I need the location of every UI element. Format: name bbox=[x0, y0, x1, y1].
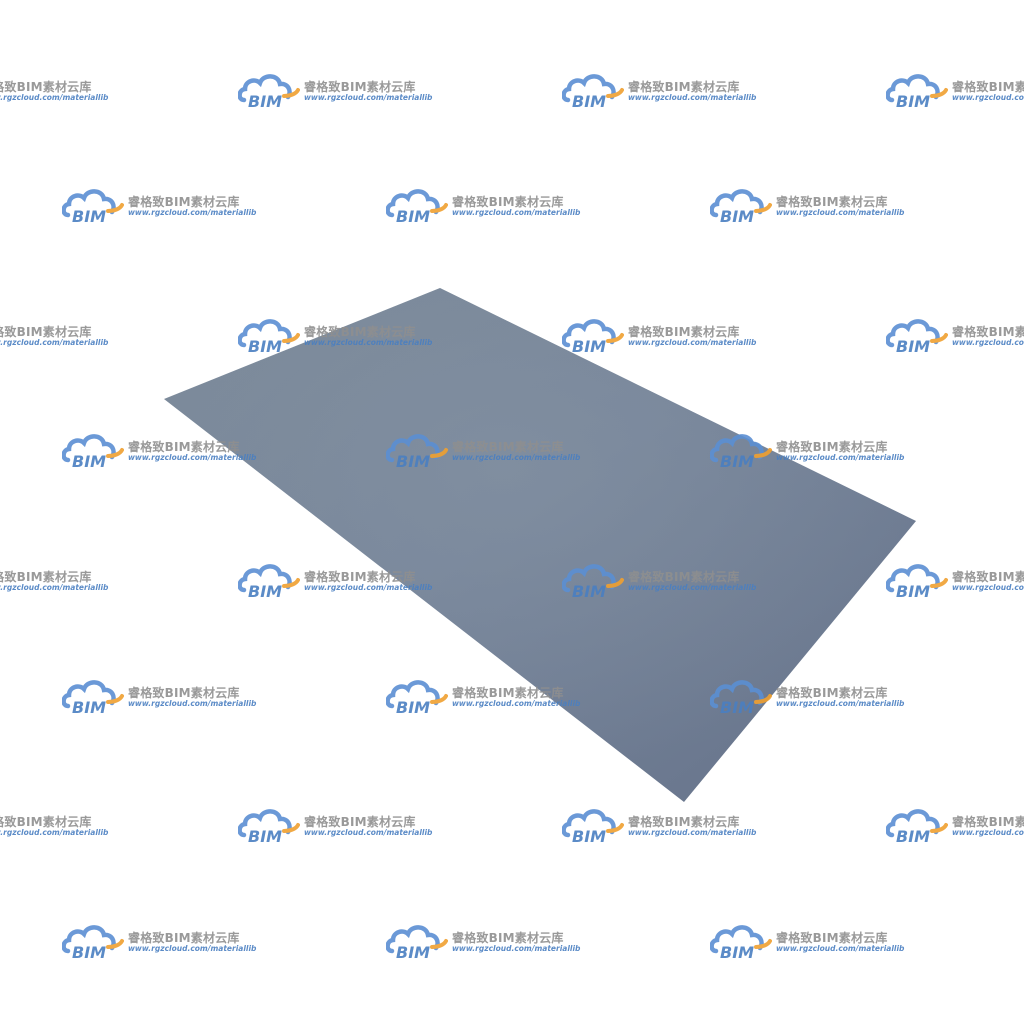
plate-sheen bbox=[164, 288, 916, 802]
